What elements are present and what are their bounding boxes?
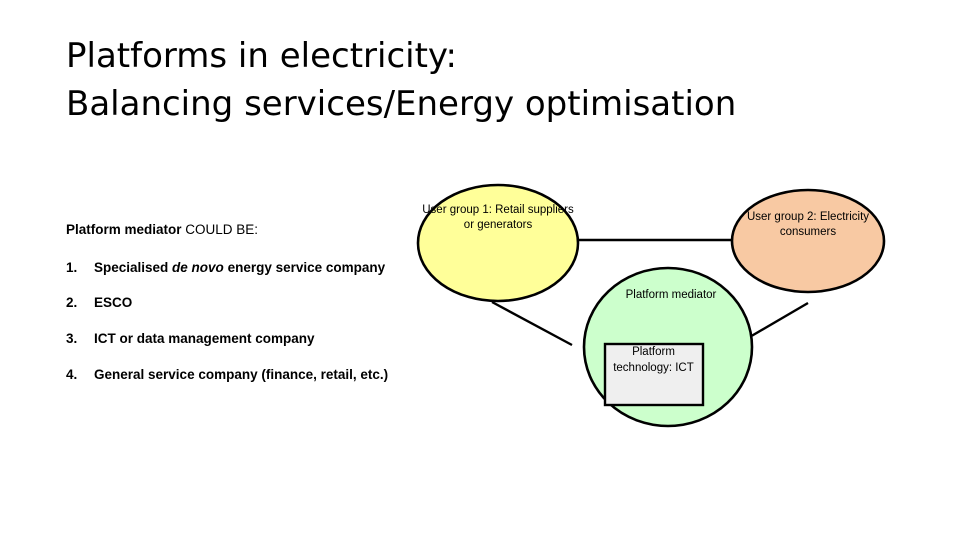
list-item-number: 2. xyxy=(66,295,78,311)
mediator-options-list: 1. Specialised de novo energy service co… xyxy=(66,258,426,384)
list-item: 2. ESCO xyxy=(66,293,426,313)
list-item-text-after: energy service company xyxy=(223,259,386,275)
list-item: 4. General service company (finance, ret… xyxy=(66,365,426,385)
mediator-panel: Platform mediator COULD BE: 1. Specialis… xyxy=(66,222,426,384)
list-item-text-before: Specialised xyxy=(94,259,173,275)
list-item-text-italic: de novo xyxy=(172,259,224,275)
list-item-label: ICT or data management company xyxy=(94,331,315,346)
list-item-number: 1. xyxy=(66,259,78,275)
list-item: 1. Specialised de novo energy service co… xyxy=(66,258,426,278)
list-item-label: Specialised de novo energy service compa… xyxy=(94,258,426,278)
page-title-line-2: Balancing services/Energy optimisation xyxy=(66,84,737,125)
platform-diagram: User group 1: Retail suppliers or genera… xyxy=(400,175,900,445)
user-group-1-ellipse xyxy=(416,183,580,303)
connector-ug1-mediator xyxy=(491,300,573,347)
mediator-heading-normal: COULD BE: xyxy=(181,222,259,237)
list-item: 3. ICT or data management company xyxy=(66,329,426,349)
list-item-label: General service company (finance, retail… xyxy=(94,366,389,382)
user-group-2-ellipse xyxy=(730,188,886,294)
page-title-line-1: Platforms in electricity: xyxy=(66,36,458,76)
diagram-canvas xyxy=(416,183,886,428)
list-item-number: 3. xyxy=(66,331,78,346)
mediator-heading-strong: Platform mediator xyxy=(66,222,182,237)
list-item-number: 4. xyxy=(66,366,78,382)
list-item-label: ESCO xyxy=(94,295,133,311)
page-title: Platforms in electricity: Balancing serv… xyxy=(66,32,866,129)
platform-technology-box xyxy=(603,342,705,407)
mediator-heading: Platform mediator COULD BE: xyxy=(66,222,426,239)
